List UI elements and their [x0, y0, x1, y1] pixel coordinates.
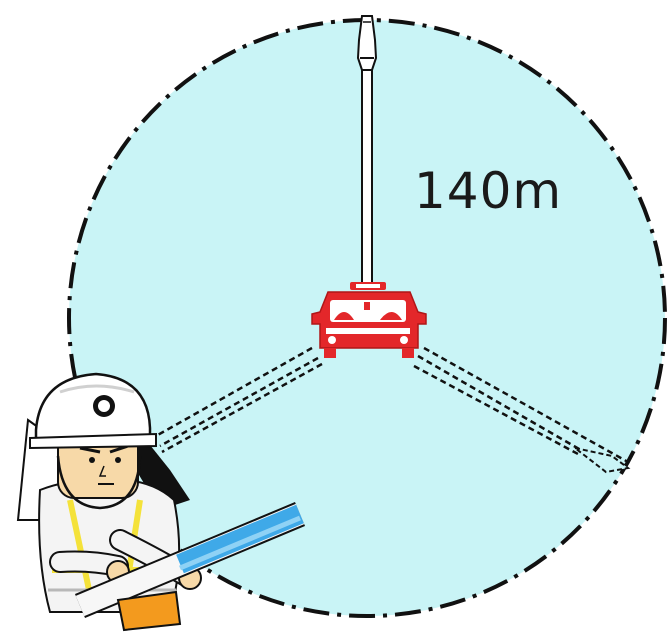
fire-truck-icon: [312, 282, 426, 358]
distance-label: 140m: [414, 166, 562, 216]
hose-line-vertical: [362, 68, 372, 290]
nozzle-icon: [358, 16, 376, 70]
